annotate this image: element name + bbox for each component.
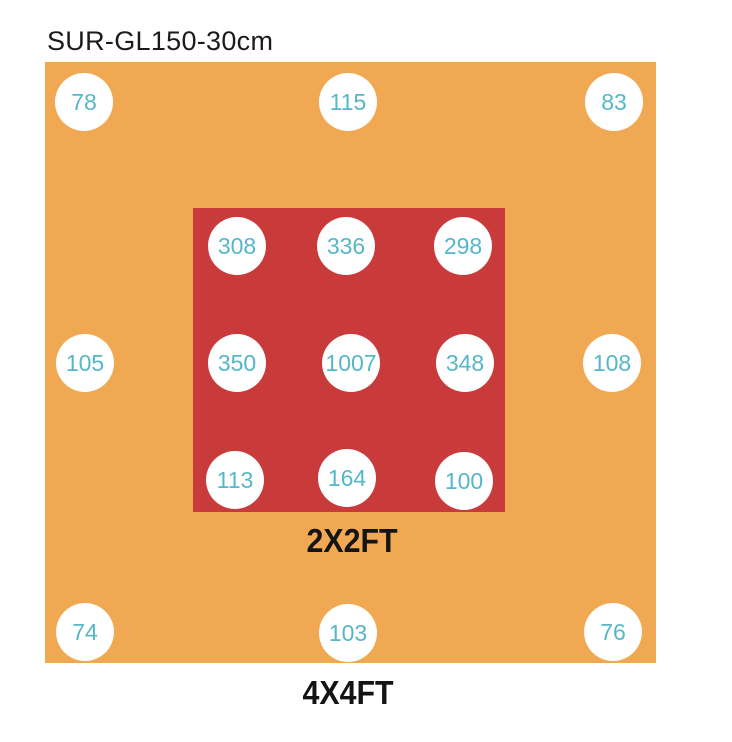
- outer-area-size-label: 4X4FT: [302, 674, 394, 711]
- ppfd-value: 115: [329, 88, 367, 115]
- ppfd-circle-outer-top-center: 115: [319, 73, 377, 131]
- ppfd-circle-inner-center: 1007: [322, 334, 380, 392]
- ppfd-circle-inner-top-right: 298: [434, 217, 492, 275]
- ppfd-circle-inner-middle-left: 350: [208, 334, 266, 392]
- ppfd-value: 113: [216, 466, 254, 493]
- ppfd-value: 103: [328, 619, 368, 646]
- ppfd-value: 83: [601, 88, 627, 115]
- ppfd-value: 76: [600, 618, 626, 645]
- ppfd-value: 74: [72, 618, 98, 645]
- ppfd-circle-inner-bottom-center: 164: [318, 449, 376, 507]
- ppfd-circle-outer-middle-left: 105: [56, 334, 114, 392]
- ppfd-value: 308: [217, 232, 257, 259]
- ppfd-value: 336: [326, 232, 366, 259]
- ppfd-circle-outer-top-left: 78: [55, 73, 113, 131]
- ppfd-value: 108: [592, 349, 632, 376]
- ppfd-circle-inner-top-left: 308: [208, 217, 266, 275]
- ppfd-value: 1007: [325, 349, 377, 376]
- ppfd-circle-outer-bottom-center: 103: [319, 604, 377, 662]
- ppfd-value: 298: [443, 232, 483, 259]
- ppfd-value: 100: [444, 467, 484, 494]
- ppfd-circle-inner-middle-right: 348: [436, 334, 494, 392]
- ppfd-value: 348: [445, 349, 485, 376]
- inner-area-size-label: 2X2FT: [306, 522, 398, 559]
- ppfd-circle-outer-bottom-left: 74: [56, 603, 114, 661]
- ppfd-value: 350: [217, 349, 257, 376]
- ppfd-circle-outer-middle-right: 108: [583, 334, 641, 392]
- ppfd-value: 164: [327, 464, 367, 491]
- ppfd-circle-outer-top-right: 83: [585, 73, 643, 131]
- ppfd-circle-inner-bottom-right: 100: [435, 452, 493, 510]
- ppfd-circle-inner-top-center: 336: [317, 217, 375, 275]
- ppfd-value: 78: [71, 88, 97, 115]
- ppfd-circle-inner-bottom-left: 113: [206, 451, 264, 509]
- ppfd-value: 105: [65, 349, 105, 376]
- page-title: SUR-GL150-30cm: [47, 26, 274, 56]
- ppfd-circle-outer-bottom-right: 76: [584, 603, 642, 661]
